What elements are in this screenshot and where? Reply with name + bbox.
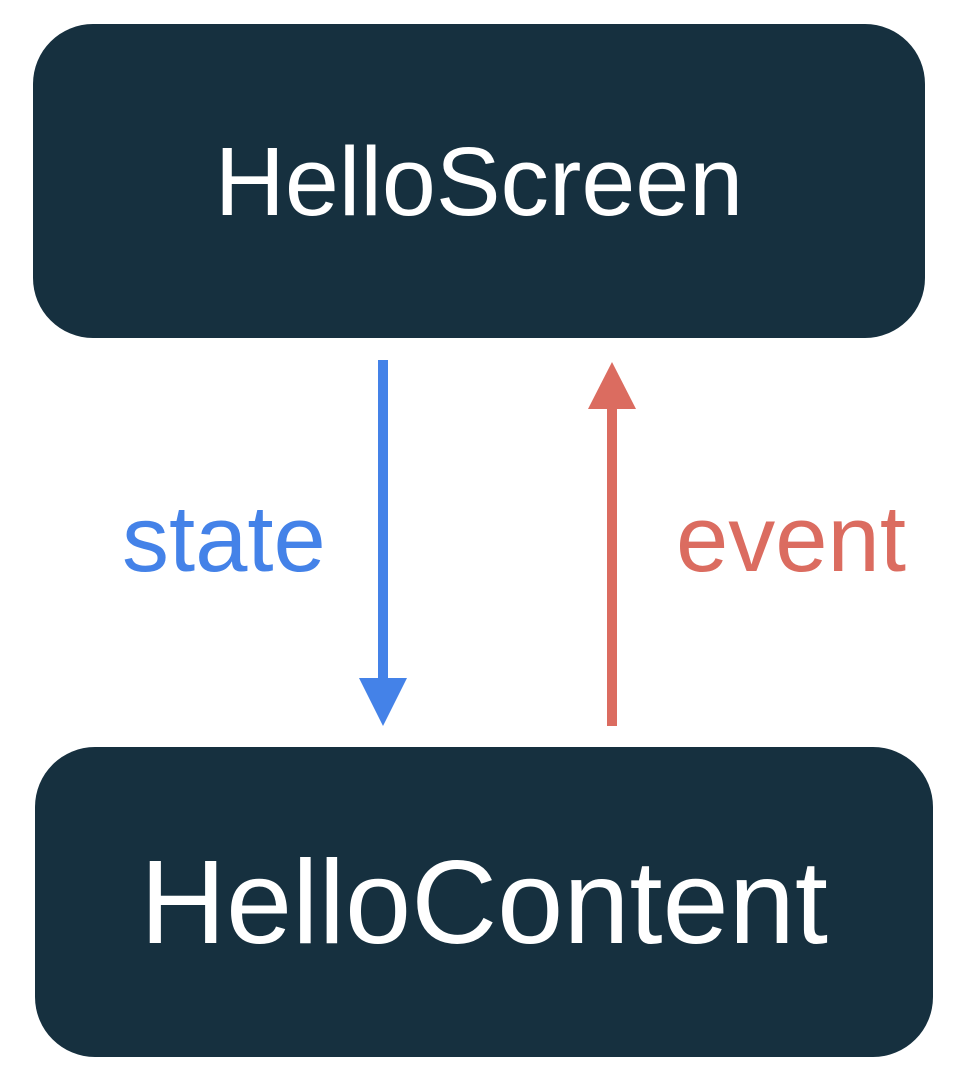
node-helloscreen: HelloScreen bbox=[33, 24, 925, 338]
arrow-down-icon bbox=[359, 360, 407, 726]
node-hellocontent: HelloContent bbox=[35, 747, 933, 1057]
state-label: state bbox=[122, 486, 326, 591]
node-hellocontent-label: HelloContent bbox=[140, 835, 828, 969]
arrow-up-icon bbox=[588, 362, 636, 726]
event-label: event bbox=[676, 486, 906, 591]
node-helloscreen-label: HelloScreen bbox=[214, 126, 744, 236]
